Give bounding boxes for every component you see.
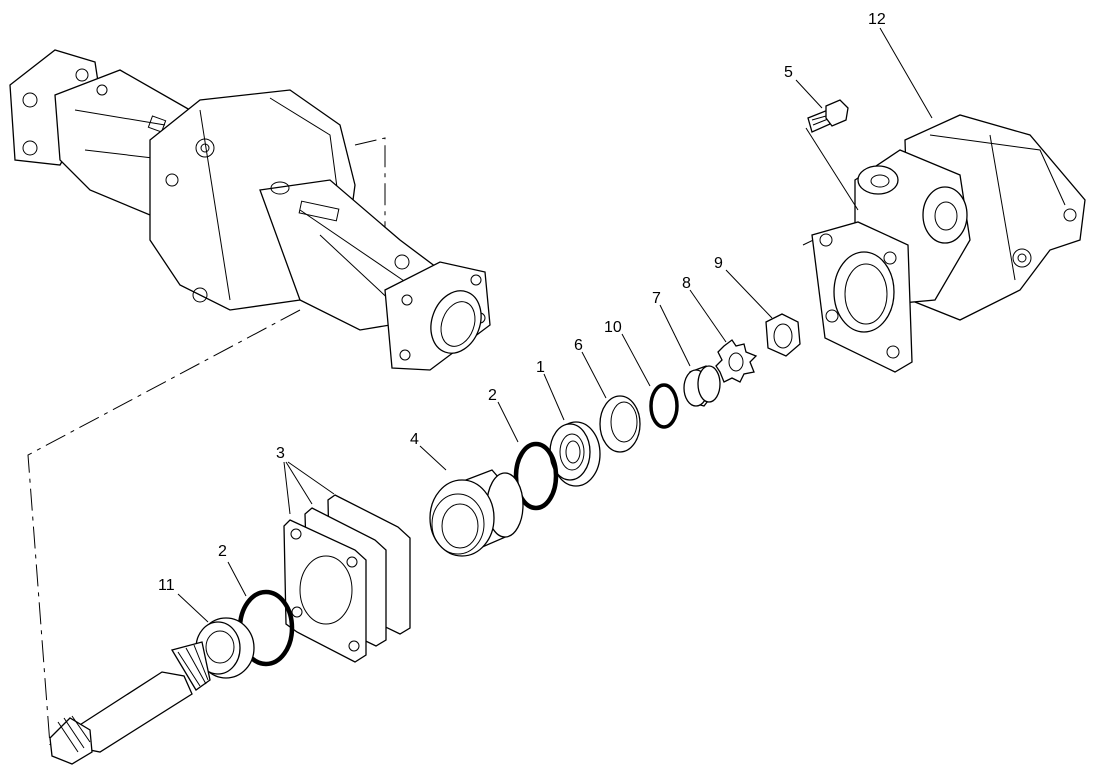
callout-10: 10 <box>604 319 622 336</box>
part-1-bearing <box>549 421 601 487</box>
pinion-shaft <box>49 641 211 765</box>
callout-12: 12 <box>868 11 886 28</box>
part-5-bolt <box>805 99 859 211</box>
part-2-o-ring-upper <box>513 441 559 511</box>
callout-9: 9 <box>714 255 723 272</box>
part-10-snap-ring <box>649 383 679 429</box>
axle-housing <box>9 49 491 371</box>
callout-11: 11 <box>158 577 175 594</box>
part-4-bearing-cage <box>429 469 524 557</box>
part-6-seal <box>599 395 641 453</box>
part-7-collar <box>683 365 721 407</box>
part-11-bearing <box>195 617 255 679</box>
callout-3: 3 <box>276 445 285 462</box>
callout-2-upper: 2 <box>488 387 497 404</box>
part-12-gearbox-housing <box>811 114 1086 373</box>
callout-4: 4 <box>410 431 419 448</box>
callout-8: 8 <box>682 275 691 292</box>
callout-2-lower: 2 <box>218 543 227 560</box>
part-9-nut <box>765 313 801 357</box>
part-8-lock-washer <box>715 339 758 383</box>
callout-6: 6 <box>574 337 583 354</box>
callout-5: 5 <box>784 64 793 81</box>
callout-7: 7 <box>652 290 661 307</box>
callout-1: 1 <box>536 359 545 376</box>
leader-lines <box>177 27 933 623</box>
part-3-shims <box>283 494 411 663</box>
callout-labels: 12 5 9 8 7 10 6 1 2 4 3 2 11 <box>158 11 886 594</box>
